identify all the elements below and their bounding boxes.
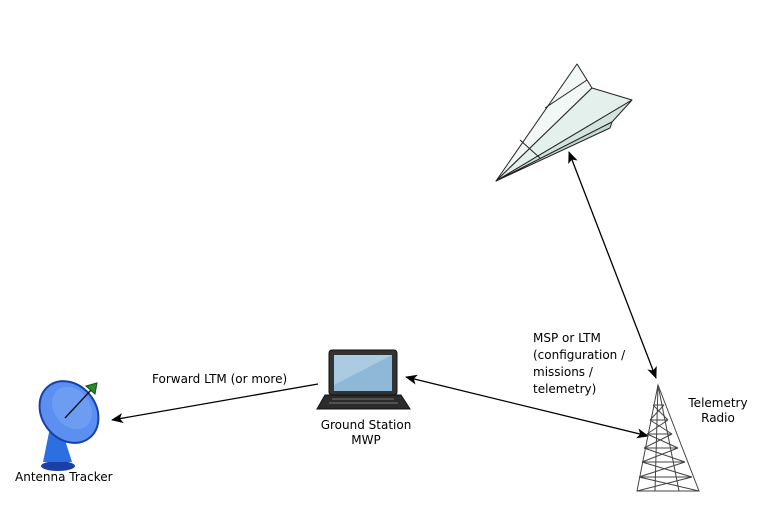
telemetry-radio-line2: Radio — [701, 411, 735, 425]
ground-station-line2: MWP — [351, 433, 381, 447]
ground-station-label: Ground Station MWP — [316, 418, 416, 448]
laptop-icon — [316, 349, 411, 410]
satellite-dish-icon — [38, 380, 100, 471]
forward-ltm-label: Forward LTM (or more) — [152, 372, 288, 386]
aircraft-radio-arrow — [568, 151, 657, 379]
antenna-tracker-label: Antenna Tracker — [15, 470, 113, 484]
radio-link-label: MSP or LTM (configuration / missions / t… — [533, 330, 625, 398]
radio-tower-icon — [636, 383, 700, 492]
ground-radio-arrow — [405, 374, 649, 439]
telemetry-radio-label: Telemetry Radio — [680, 396, 756, 426]
radio-link-line2: (configuration / — [533, 348, 626, 362]
telemetry-radio-line1: Telemetry — [688, 396, 748, 410]
ground-station-line1: Ground Station — [320, 418, 412, 432]
forward-ltm-arrow — [111, 383, 319, 424]
radio-link-line3: missions / — [533, 365, 593, 379]
radio-link-line1: MSP or LTM — [533, 331, 601, 345]
radio-link-line4: telemetry) — [533, 382, 597, 396]
aircraft-icon — [495, 63, 633, 182]
